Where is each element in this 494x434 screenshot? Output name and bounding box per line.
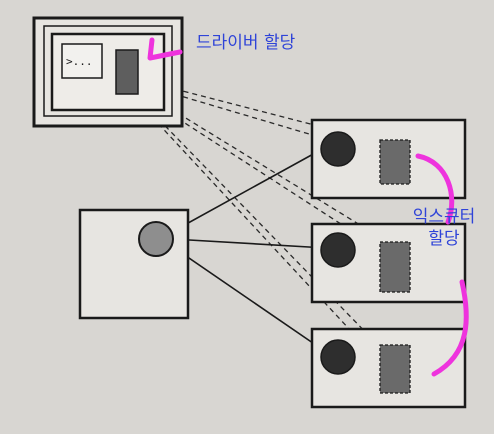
annotation-marks: [147, 37, 469, 377]
worker-node: [320, 131, 356, 167]
worker-node: [320, 232, 356, 268]
executor-bracket-top: [415, 153, 455, 225]
solid-link: [169, 146, 327, 234]
driver-allocation-label: 드라이버 할당: [196, 33, 296, 53]
worker-node-1: [310, 118, 467, 200]
executor-label-line2: 할당: [428, 229, 460, 249]
terminal-window: [61, 43, 103, 79]
dashed-link: [139, 99, 379, 346]
executor-label-line1: 익스큐터: [412, 207, 476, 227]
driver-arrow-mark: [147, 37, 183, 61]
executor: [379, 139, 411, 185]
client-worker-links: [169, 146, 327, 353]
solid-link: [171, 238, 327, 249]
driver-machine: >...: [32, 16, 184, 128]
worker-node: [320, 339, 356, 375]
driver-inner-frame: [43, 25, 173, 117]
executor: [379, 344, 411, 394]
cluster-manager-node: [138, 221, 174, 257]
terminal-prompt: >...: [66, 55, 93, 68]
worker-node-3: [310, 327, 467, 409]
cluster-manager-box: [78, 208, 190, 320]
worker-node-2: [310, 222, 467, 304]
executor-bracket-bottom: [431, 279, 469, 377]
driver-process: [115, 49, 139, 95]
executor: [379, 241, 411, 293]
executor-allocation-label: 익스큐터 할당: [405, 206, 483, 250]
cluster-manager-machine: [78, 208, 190, 320]
solid-link: [169, 244, 327, 353]
dashed-link: [139, 103, 379, 361]
